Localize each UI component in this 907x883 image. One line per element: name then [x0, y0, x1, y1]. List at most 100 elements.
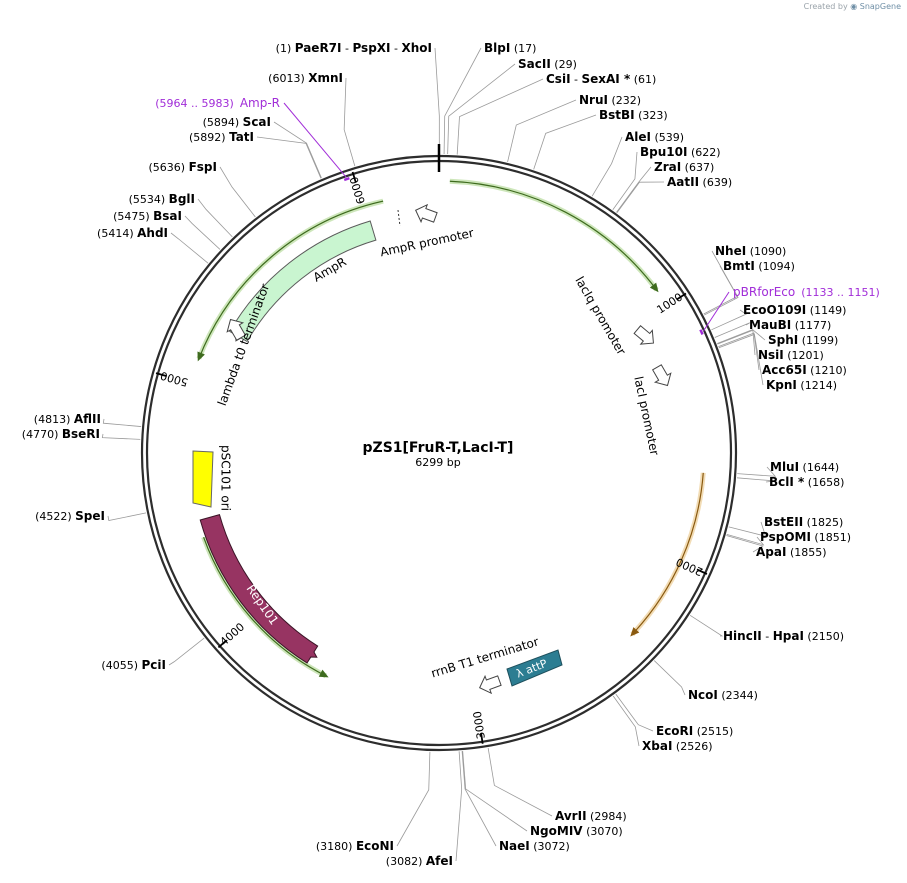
tick-label: 2000	[674, 555, 705, 578]
restriction-site[interactable]: Acc65I (1210)	[718, 332, 847, 377]
snapgene-credit: Created by ◉ SnapGene	[804, 2, 901, 11]
site-position: (2984)	[587, 810, 627, 823]
restriction-site[interactable]: (6013) XmnI	[268, 71, 356, 167]
arcs-layer	[196, 178, 706, 679]
restriction-site[interactable]: NgoMIV (3070)	[462, 751, 623, 838]
restriction-site[interactable]: AleI (539)	[591, 130, 684, 197]
plasmid-length: 6299 bp	[415, 456, 460, 469]
site-position: (1)	[276, 42, 295, 55]
restriction-site[interactable]: ApaI (1855)	[726, 535, 827, 560]
restriction-site[interactable]: BlpI (17)	[443, 41, 536, 155]
site-leader-line	[718, 332, 760, 371]
restriction-site[interactable]: BclI * (1658)	[736, 475, 844, 489]
credit-brand: SnapGene	[859, 2, 901, 11]
restriction-site[interactable]: KpnI (1214)	[718, 333, 837, 392]
site-label: MluI (1644)	[770, 460, 839, 474]
tick-mark	[351, 171, 357, 183]
rrnb-terminator-arrow[interactable]	[477, 672, 503, 696]
restriction-site[interactable]: BstBI (323)	[533, 108, 668, 170]
site-position: (539)	[651, 131, 684, 144]
features-layer: λ attP	[192, 202, 675, 696]
site-leader-line	[461, 751, 497, 847]
restriction-site[interactable]: SphI (1199)	[717, 329, 838, 347]
restriction-site[interactable]: (5475) BsaI	[113, 209, 221, 250]
restriction-site[interactable]: SacII (29)	[447, 57, 577, 155]
orf-arrow-head	[197, 351, 205, 362]
restriction-site[interactable]: NsiI (1201)	[717, 329, 824, 362]
site-leader-line	[726, 535, 764, 553]
site-leader-line	[170, 232, 209, 264]
restriction-site[interactable]: (5534) BglI	[129, 192, 233, 238]
restriction-site[interactable]: AvrII (2984)	[487, 747, 627, 823]
primer-label[interactable]: pBRforEco(1133 .. 1151)	[733, 285, 880, 299]
site-label: (3082) AfeI	[386, 854, 453, 868]
laciq-promoter-arrow[interactable]	[632, 323, 660, 350]
restriction-site[interactable]: PspOMI (1851)	[726, 530, 851, 546]
site-label: AvrII (2984)	[555, 809, 627, 823]
orf-arc-halo	[449, 178, 659, 292]
psc101-ori-feature[interactable]	[192, 450, 214, 508]
laci-promoter-arrow[interactable]	[649, 363, 675, 390]
restriction-site[interactable]: (4055) PciI	[101, 637, 205, 672]
restriction-site[interactable]: NruI (232)	[507, 93, 641, 163]
restriction-site[interactable]: BstEII (1825)	[728, 515, 844, 537]
restriction-site[interactable]: ZraI (637)	[616, 160, 714, 213]
restriction-site[interactable]: (5894) ScaI	[203, 115, 322, 179]
lambda-t0-terminator-arrow[interactable]	[223, 315, 249, 342]
restriction-site[interactable]: (4770) BseRI	[22, 427, 141, 441]
restriction-site[interactable]: (1) PaeR7I - PspXI - XhoI	[276, 41, 440, 155]
restriction-site[interactable]: MluI (1644)	[737, 460, 839, 477]
enzyme-name: BseRI	[62, 427, 100, 441]
site-leader-line	[615, 693, 654, 732]
site-label: EcoRI (2515)	[656, 724, 733, 738]
site-label: NgoMIV (3070)	[530, 824, 623, 838]
site-position: (1825)	[803, 516, 843, 529]
site-label: (5534) BglI	[129, 192, 195, 206]
site-label: AleI (539)	[625, 130, 684, 144]
backbone-layer	[140, 144, 738, 752]
restriction-site[interactable]: (5892) TatI	[189, 130, 322, 179]
primer-label[interactable]: (5964 .. 5983)Amp-R	[155, 96, 280, 110]
site-leader-line	[711, 309, 747, 331]
site-leader-line	[273, 121, 322, 179]
site-position: (2150)	[804, 630, 844, 643]
site-position: (1201)	[784, 349, 824, 362]
enzyme-name: Acc65I	[762, 363, 807, 377]
site-label: (4522) SpeI	[35, 509, 105, 523]
site-leader-line	[102, 418, 142, 427]
site-leader-line	[714, 322, 751, 338]
enzyme-name: NgoMIV	[530, 824, 583, 838]
restriction-site[interactable]: (5636) FspI	[149, 160, 256, 218]
site-label: BclI * (1658)	[769, 475, 844, 489]
restriction-site[interactable]: (4813) AflII	[34, 412, 142, 427]
site-label: (4770) BseRI	[22, 427, 100, 441]
rep101-feature[interactable]	[199, 513, 319, 664]
restriction-site[interactable]: (3082) AfeI	[386, 751, 463, 868]
plasmid-name: pZS1[FruR-T,LacI-T]	[363, 440, 514, 456]
site-leader-line	[737, 466, 777, 477]
restriction-site[interactable]: HincII - HpaI (2150)	[689, 614, 844, 643]
restriction-site[interactable]: EcoRI (2515)	[615, 693, 733, 738]
restriction-site[interactable]: NaeI (3072)	[461, 751, 570, 853]
enzyme-name: AhdI	[137, 226, 168, 240]
tick-label: 6000	[347, 175, 368, 206]
site-leader-line	[455, 751, 463, 862]
restriction-site[interactable]: Bpu10I (622)	[612, 145, 721, 210]
restriction-site[interactable]: (3180) EcoNI	[316, 751, 431, 853]
restriction-site[interactable]: AatII (639)	[616, 175, 732, 213]
restriction-site[interactable]: NcoI (2344)	[653, 660, 758, 702]
restriction-site[interactable]: (5414) AhdI	[97, 226, 209, 264]
restriction-site[interactable]: MauBI (1177)	[714, 318, 832, 338]
restriction-site[interactable]: NheI (1090)	[703, 244, 787, 315]
restriction-site[interactable]: (4522) SpeI	[35, 509, 147, 523]
restriction-site[interactable]: BmtI (1094)	[704, 259, 795, 316]
feature-label: lacI promoter	[631, 375, 661, 457]
restriction-site[interactable]: XbaI (2526)	[612, 695, 712, 753]
ampr-promoter-arrow[interactable]	[413, 202, 439, 226]
site-label: (1) PaeR7I - PspXI - XhoI	[276, 41, 432, 55]
enzyme-name: TatI	[229, 130, 254, 144]
enzyme-name: EcoO109I	[743, 303, 806, 317]
restriction-site[interactable]: EcoO109I (1149)	[711, 303, 846, 331]
restriction-site[interactable]: CsiI - SexAI * (61)	[456, 72, 656, 155]
site-position: (6013)	[268, 72, 308, 85]
